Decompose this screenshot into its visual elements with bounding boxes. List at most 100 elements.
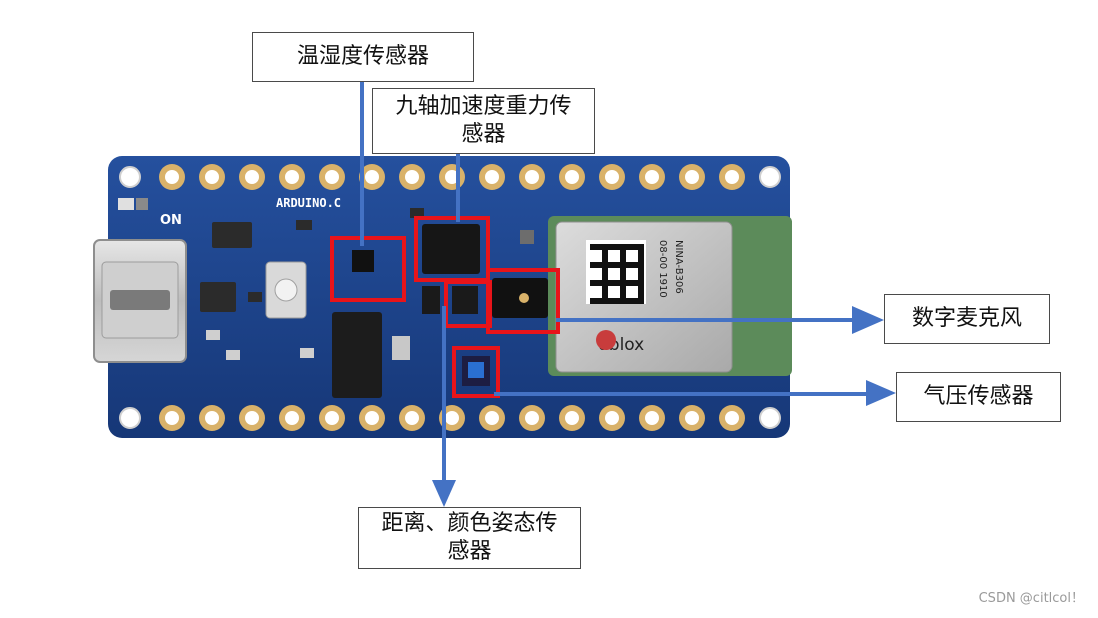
highlight-proximity [444, 280, 492, 328]
pin-hole [565, 411, 579, 425]
qr-cell [620, 280, 626, 286]
pin-hole [605, 170, 619, 184]
qr-cell [614, 280, 620, 286]
qr-cell [626, 244, 632, 250]
usb-connector [93, 239, 187, 363]
qr-cell [632, 280, 638, 286]
pin-hole [245, 170, 259, 184]
qr-cell [638, 262, 644, 268]
qr-cell [596, 262, 602, 268]
qr-cell [638, 286, 644, 292]
qr-cell [602, 292, 608, 298]
pin-hole [445, 411, 459, 425]
qr-cell [614, 244, 620, 250]
label-digital-microphone: 数字麦克风 [884, 294, 1050, 344]
qr-cell [602, 298, 608, 304]
imu-chip [422, 224, 480, 274]
qr-cell [614, 262, 620, 268]
status-led [118, 198, 148, 210]
qr-cell [638, 244, 644, 250]
qr-cell [608, 280, 614, 286]
arrowhead-microphone [852, 306, 884, 334]
qr-cell [602, 256, 608, 262]
qr-cell [608, 244, 614, 250]
qr-cell [626, 298, 632, 304]
pin-hole [245, 411, 259, 425]
arrowhead-proximity [432, 480, 456, 507]
qr-cell [590, 262, 596, 268]
qr-cell [620, 268, 626, 274]
silkscreen-on: ON [160, 213, 182, 228]
qr-cell [620, 250, 626, 256]
pin-hole [645, 170, 659, 184]
qr-cell [596, 244, 602, 250]
pin-hole [645, 411, 659, 425]
silkscreen-brand: ARDUINO.C [276, 196, 341, 210]
pin-hole [165, 411, 179, 425]
highlight-barometer [452, 346, 500, 398]
highlight-temp-humidity [330, 236, 406, 302]
highlight-boxes [330, 216, 560, 398]
qr-cell [602, 244, 608, 250]
small-parts-1 [422, 286, 440, 314]
label-nine-axis-imu: 九轴加速度重力传 感器 [372, 88, 595, 154]
label-proximity-color-sensor: 距离、颜色姿态传 感器 [358, 507, 581, 569]
bottom-pin-row [159, 405, 745, 431]
watermark: CSDN @citlcol！ [978, 591, 1084, 606]
pin-hole [525, 170, 539, 184]
passive-components [200, 208, 534, 360]
qr-cell [620, 244, 626, 250]
small-parts-2 [452, 286, 478, 314]
pin-hole [325, 170, 339, 184]
qr-cell [596, 280, 602, 286]
qr-cell [608, 298, 614, 304]
qr-cell [590, 280, 596, 286]
pin-hole [325, 411, 339, 425]
label-barometric-sensor: 气压传感器 [896, 372, 1061, 422]
qr-cell [590, 298, 596, 304]
pin-hole [285, 411, 299, 425]
nina-module: ublox 08-00 1910 NINA-B306 [548, 216, 792, 376]
pin-hole [485, 170, 499, 184]
qr-cell [620, 274, 626, 280]
label-temp-humidity-sensor: 温湿度传感器 [252, 32, 474, 82]
qr-cell [620, 286, 626, 292]
qr-cell [602, 250, 608, 256]
callout-lines [360, 82, 896, 507]
qr-cell [590, 244, 596, 250]
qr-cell [620, 256, 626, 262]
reset-button-part [265, 261, 307, 319]
qr-cell [638, 298, 644, 304]
qr-cell [626, 262, 632, 268]
sensor-chip-th [352, 250, 374, 272]
main-chip [332, 312, 382, 398]
pin-hole [405, 411, 419, 425]
pin-hole [365, 411, 379, 425]
top-pin-row [159, 164, 745, 190]
qr-cell [638, 280, 644, 286]
qr-cell [632, 262, 638, 268]
qr-cell [602, 268, 608, 274]
pin-hole [205, 411, 219, 425]
pin-hole [485, 411, 499, 425]
pin-hole [405, 170, 419, 184]
qr-cell [602, 280, 608, 286]
pin-hole [685, 170, 699, 184]
qr-cell [638, 268, 644, 274]
mounting-holes [119, 166, 781, 429]
pin-hole [365, 170, 379, 184]
qr-cell [614, 298, 620, 304]
svg-text:08-00 1910: 08-00 1910 [657, 240, 668, 298]
qr-cell [620, 262, 626, 268]
qr-cell [632, 298, 638, 304]
qr-cell [602, 262, 608, 268]
qr-cell [602, 274, 608, 280]
pin-hole [685, 411, 699, 425]
pin-hole [525, 411, 539, 425]
qr-cell [596, 298, 602, 304]
qr-cell [626, 280, 632, 286]
qr-cell [620, 292, 626, 298]
pin-hole [565, 170, 579, 184]
